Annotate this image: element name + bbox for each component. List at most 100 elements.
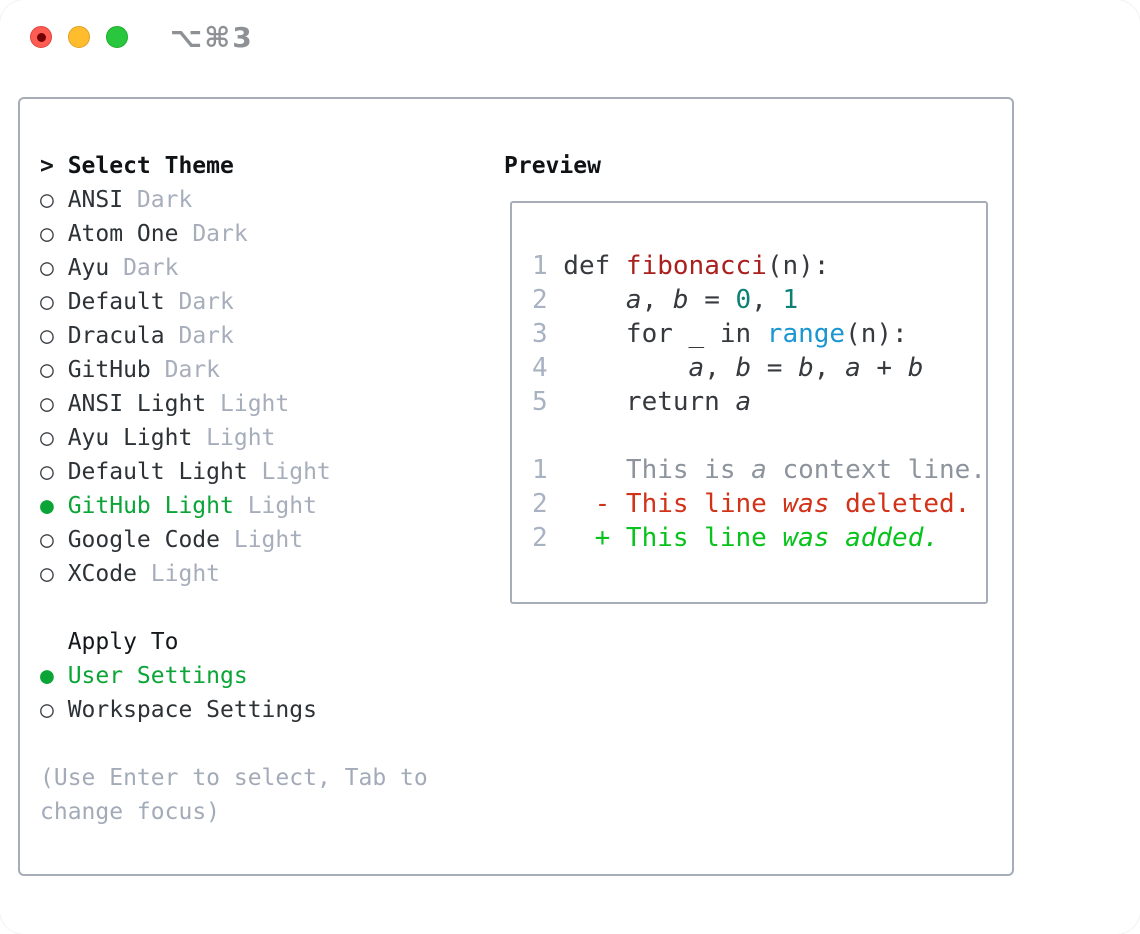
select-theme-header-row: > Select Theme <box>40 149 484 183</box>
theme-item-label: Dracula <box>67 323 165 349</box>
theme-item[interactable]: ○ ANSI Light Light <box>40 387 484 421</box>
theme-item-label: Ayu <box>67 255 110 281</box>
radio-icon: ○ <box>40 391 54 417</box>
close-button[interactable] <box>30 26 52 48</box>
line-content: + This line was added. <box>563 523 939 553</box>
theme-item[interactable]: ○ XCode Light <box>40 557 484 591</box>
line-number <box>532 419 548 453</box>
theme-variant-tag: Light <box>206 425 276 451</box>
line-number: 5 <box>532 387 548 417</box>
titlebar: ⌥⌘3 <box>0 0 1140 74</box>
radio-icon: ○ <box>40 425 54 451</box>
radio-icon: ○ <box>40 561 54 587</box>
theme-variant-tag: Light <box>261 459 331 485</box>
cursor-icon: > <box>40 153 54 179</box>
preview-line <box>532 419 986 453</box>
select-theme-header: Select Theme <box>67 153 234 179</box>
line-content: return a <box>563 387 752 417</box>
theme-item[interactable]: ● GitHub Light Light <box>40 489 484 523</box>
line-number: 2 <box>532 489 548 519</box>
minimize-button[interactable] <box>68 26 90 48</box>
preview-line: 1 def fibonacci(n): <box>532 249 986 283</box>
theme-item[interactable]: ○ GitHub Dark <box>40 353 484 387</box>
radio-icon: ○ <box>40 255 54 281</box>
theme-item-label: Ayu Light <box>67 425 193 451</box>
apply-to-option[interactable]: ○ Workspace Settings <box>40 693 484 727</box>
theme-item-label: GitHub Light <box>67 493 234 519</box>
theme-variant-tag: Dark <box>178 323 234 349</box>
apply-to-option[interactable]: ● User Settings <box>40 659 484 693</box>
radio-icon: ○ <box>40 357 54 383</box>
theme-item[interactable]: ○ Atom One Dark <box>40 217 484 251</box>
line-content: for _ in range(n): <box>563 319 908 349</box>
theme-variant-tag: Dark <box>164 357 221 383</box>
theme-variant-tag: Light <box>233 527 304 553</box>
preview-line: 1 This is a context line. <box>532 453 986 487</box>
theme-item-label: ANSI Light <box>67 391 207 417</box>
preview-line: 3 for _ in range(n): <box>532 317 986 351</box>
theme-item-label: Google Code <box>67 527 221 553</box>
section-gap <box>40 591 484 625</box>
theme-variant-tag: Dark <box>178 289 234 315</box>
preview-line: 2 a, b = 0, 1 <box>532 283 986 317</box>
radio-icon: ○ <box>40 323 54 349</box>
theme-variant-tag: Dark <box>192 221 248 247</box>
theme-variant-tag: Light <box>150 561 221 587</box>
apply-to-header: Apply To <box>67 629 179 655</box>
theme-item[interactable]: ○ Default Dark <box>40 285 484 319</box>
line-number: 1 <box>532 251 548 281</box>
theme-variant-tag: Dark <box>136 187 193 213</box>
line-content: - This line was deleted. <box>563 489 971 519</box>
line-content: a, b = b, a + b <box>688 353 924 383</box>
radio-icon: ○ <box>40 459 54 485</box>
preview-line: 2 - This line was deleted. <box>532 487 986 521</box>
apply-to-option-label: Workspace Settings <box>67 697 317 723</box>
preview-header: Preview <box>504 153 601 179</box>
radio-icon: ○ <box>40 527 54 553</box>
theme-item[interactable]: ○ Default Light Light <box>40 455 484 489</box>
line-content: This is a context line. <box>563 455 986 485</box>
line-content: a, b = 0, 1 <box>625 285 799 315</box>
zoom-button[interactable] <box>106 26 128 48</box>
theme-item[interactable]: ○ Dracula Dark <box>40 319 484 353</box>
theme-item-label: ANSI <box>67 187 124 213</box>
window-shortcut-label: ⌥⌘3 <box>170 20 254 54</box>
apply-to-indent <box>40 625 68 659</box>
theme-item-label: Default <box>67 289 165 315</box>
theme-item-label: Atom One <box>67 221 179 247</box>
line-number: 2 <box>532 285 548 315</box>
keyboard-hint: (Use Enter to select, Tab to change focu… <box>40 765 428 825</box>
radio-icon: ○ <box>40 221 54 247</box>
apply-to-list: ● User Settings ○ Workspace Settings <box>40 659 484 727</box>
apply-to-option-label: User Settings <box>67 663 248 689</box>
apply-to-header-row: Apply To <box>40 625 484 659</box>
radio-selected-icon: ● <box>40 663 54 689</box>
preview-line: 4 a, b = b, a + b <box>532 351 986 385</box>
radio-icon: ○ <box>40 289 54 315</box>
theme-variant-tag: Dark <box>123 255 179 281</box>
preview-line: 2 + This line was added. <box>532 521 986 555</box>
line-number: 1 <box>532 455 548 485</box>
theme-item[interactable]: ○ Google Code Light <box>40 523 484 557</box>
line-content: def fibonacci(n): <box>563 251 830 281</box>
theme-item-label: GitHub <box>67 357 151 383</box>
line-number: 4 <box>532 353 548 383</box>
theme-item[interactable]: ○ Ayu Light Light <box>40 421 484 455</box>
theme-item[interactable]: ○ Ayu Dark <box>40 251 484 285</box>
theme-item-label: XCode <box>67 561 137 587</box>
theme-variant-tag: Light <box>247 493 317 519</box>
line-number: 2 <box>532 523 548 553</box>
theme-variant-tag: Light <box>220 391 290 417</box>
line-number: 3 <box>532 319 548 349</box>
preview-line: 5 return a <box>532 385 986 419</box>
radio-icon: ○ <box>40 697 54 723</box>
radio-selected-icon: ● <box>40 493 54 519</box>
theme-item-label: Default Light <box>67 459 248 485</box>
